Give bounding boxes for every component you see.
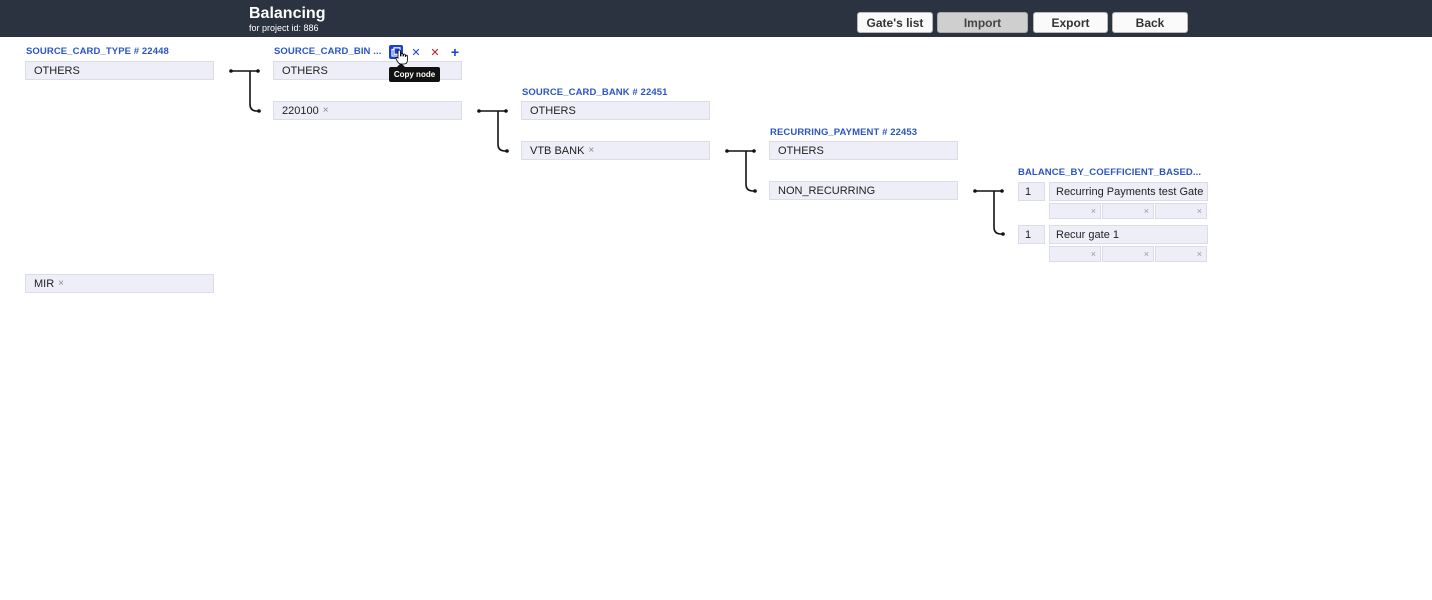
gate-slot[interactable]: × (1155, 246, 1207, 262)
page-title: Balancing (249, 5, 326, 22)
connector-line (231, 70, 259, 112)
node-recurring-others[interactable]: OTHERS (769, 141, 958, 160)
back-button[interactable]: Back (1112, 12, 1188, 33)
gate-select[interactable]: Recurring Payments test Gate (1049, 182, 1208, 201)
node-non-recurring[interactable]: NON_RECURRING (769, 181, 958, 200)
gate-slot[interactable]: × (1102, 246, 1154, 262)
node-label: MIR (34, 277, 55, 290)
add-node-icon[interactable]: + (450, 44, 460, 60)
node-bank-others[interactable]: OTHERS (521, 101, 710, 120)
column-header-balance-by-coefficient: BALANCE_BY_COEFFICIENT_BASED... (1018, 167, 1202, 178)
node-bank-vtb[interactable]: VTB BANK× (521, 141, 710, 160)
coefficient-input[interactable]: 1 (1018, 182, 1045, 201)
gate-slot[interactable]: × (1102, 203, 1154, 219)
connector-line (727, 150, 755, 192)
top-bar (0, 0, 1432, 37)
coefficient-input[interactable]: 1 (1018, 225, 1045, 244)
node-card-type-others[interactable]: OTHERS (25, 61, 214, 80)
node-bin-220100[interactable]: 220100× (273, 101, 462, 120)
remove-tag-icon[interactable]: × (588, 145, 595, 156)
column-header-source-card-bin: SOURCE_CARD_BIN ... (274, 46, 382, 57)
gates-list-button[interactable]: Gate's list (857, 12, 933, 33)
node-label: 220100 (282, 104, 319, 117)
page-subtitle: for project id: 886 (249, 23, 319, 33)
remove-tag-icon[interactable]: × (322, 105, 329, 116)
import-button[interactable]: Import (937, 12, 1028, 33)
node-label: OTHERS (530, 104, 576, 117)
node-card-type-mir[interactable]: MIR× (25, 274, 214, 293)
column-header-source-card-bank: SOURCE_CARD_BANK # 22451 (522, 87, 668, 98)
cross-blue-icon[interactable]: ✕ (411, 46, 421, 59)
connector-line (975, 190, 1003, 235)
node-label: OTHERS (778, 144, 824, 157)
copy-node-tooltip: Copy node (389, 63, 440, 82)
mouse-cursor-icon (395, 49, 408, 65)
node-label: OTHERS (282, 64, 328, 77)
delete-node-icon[interactable]: ✕ (430, 46, 440, 59)
export-button[interactable]: Export (1033, 12, 1108, 33)
remove-tag-icon[interactable]: × (58, 278, 65, 289)
gate-slot[interactable]: × (1049, 246, 1101, 262)
node-label: OTHERS (34, 64, 80, 77)
node-label: NON_RECURRING (778, 184, 876, 197)
gate-slot[interactable]: × (1155, 203, 1207, 219)
column-header-recurring-payment: RECURRING_PAYMENT # 22453 (770, 127, 918, 138)
gate-slot[interactable]: × (1049, 203, 1101, 219)
column-header-source-card-type: SOURCE_CARD_TYPE # 22448 (26, 46, 169, 57)
connector-line (479, 110, 507, 152)
node-label: VTB BANK (530, 144, 585, 157)
gate-select[interactable]: Recur gate 1 (1049, 225, 1208, 244)
